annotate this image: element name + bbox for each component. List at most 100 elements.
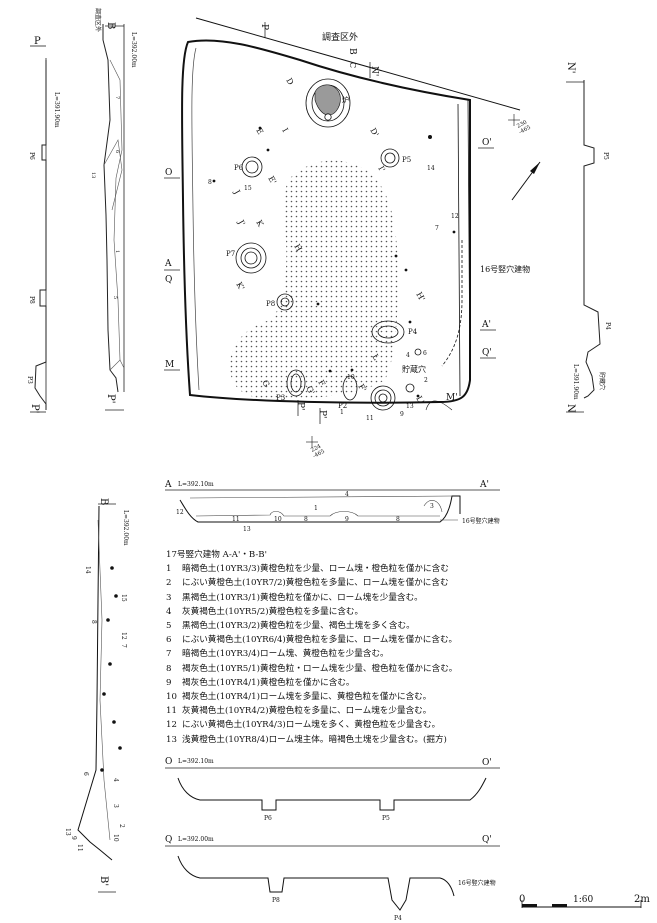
section-aa-layer-9: 3 [430,503,434,510]
section-b2-mark-2: 8 [90,620,97,624]
section-b-end: P' [105,394,116,403]
section-b2-start: B [98,498,109,505]
legend-num: 5 [166,621,172,632]
label-d: D [284,77,295,87]
section-p-mark-1: P8 [28,296,35,304]
section-b2-mark-1: 15 [120,594,127,602]
section-oo: O L=392.10m O' P6 P5 [165,757,500,822]
legend-num: 10 [166,692,177,703]
legend-text: 灰黄褐色土(10YR5/2)黄橙色粒を多量に含む。 [182,606,364,617]
section-lines [164,22,496,424]
legend-text: にぶい黄褐色土(10YR6/4)黄橙色粒を多量に、ローム塊を僅かに含む。 [182,635,458,646]
section-b2-mark-6: 4 [112,778,119,782]
storage-pit: 貯蔵穴 [370,364,426,411]
point-label-14: 14 [427,165,435,172]
section-b2-mark-12: 11 [76,844,83,852]
pit-p2: P2 [338,375,358,410]
section-qq-mark-0: P8 [272,897,280,904]
label-o-end: O' [482,138,492,148]
pit-p4-label: P4 [408,328,418,336]
label-h-end: H' [414,291,426,303]
label-o: O [165,168,172,178]
section-n-start-label: N [565,404,576,413]
section-b-mark-3: 1 [114,250,120,253]
legend-row: 10 褐灰色土(10YR4/1)ローム塊を多量に、黄橙色粒を僅かに含む。 [166,690,606,704]
section-oo-mark-0: P6 [264,815,272,822]
point-label-2: 2 [424,377,428,384]
section-aa-layer-7: 9 [345,516,349,523]
legend-row: 2 にぶい黄橙色土(10YR7/2)黄橙色粒を多量に、ローム塊を僅かに含む [166,576,606,590]
section-n-right: N' P5 P4 貯蔵穴 L=391.90m N [565,62,611,413]
legend-text: にぶい黄橙色土(10YR7/2)黄橙色粒を多量に、ローム塊を僅かに含む [182,578,449,589]
section-oo-end: O' [482,758,492,768]
scale-bar: 0 1:60 2m [519,894,650,908]
point-label-8: 8 [208,179,212,186]
section-aa-layer-5: 4 [345,491,349,498]
scale-zero: 0 [519,894,525,905]
legend-num: 2 [166,578,172,589]
section-b-mark-4: 5 [112,296,118,299]
section-n-mark-1: P4 [604,322,611,330]
section-b2-mark-7: 3 [112,804,119,808]
label-j-end: J' [236,218,247,228]
section-aa-layer-4: 1 [314,505,318,512]
pit-p5-label: P5 [402,156,411,164]
section-aa: A L=392.10m A' 12 11 13 10 1 4 8 9 8 3 1… [164,480,500,533]
label-b-top: B [347,48,357,55]
section-b2-mark-5: 6 [82,772,89,776]
section-b2-mark-10: 13 [64,828,71,836]
section-qq-mark-1: P4 [394,915,402,922]
section-p-end: P' [29,404,40,413]
section-aa-layer-3: 10 [274,516,282,523]
section-p-mark-0: P6 [28,152,35,160]
section-aa-layer-0: 12 [176,509,184,516]
section-p-elev: L=391.90m [53,92,60,128]
legend-text: 暗褐色土(10YR3/4)ローム塊、黄橙色粒を少量含む。 [182,649,389,660]
outside-area-label: 調査区外 [322,31,358,43]
pit-p4: P4 [371,320,418,344]
section-b-note: 調査区外 [94,8,102,32]
hearth-label: 炉 [342,95,349,104]
pit-p7-label: P7 [226,250,235,258]
label-i-end: I' [376,165,386,174]
label-f: F [316,379,327,389]
legend-text: 褐灰色土(10YR4/1)ローム塊を多量に、黄橙色粒を僅かに含む。 [182,692,432,703]
storage-pit-label: 貯蔵穴 [402,364,426,374]
section-b2-mark-9: 10 [112,834,119,842]
pit-p5: P5 [380,148,411,168]
pit-p3: P3 [276,369,306,402]
point-label-12: 12 [451,213,459,220]
label-c-top: C [348,62,357,68]
label-a-end: A' [481,320,491,330]
section-qq-start: Q [165,835,172,845]
label-m-end: M' [446,393,458,403]
label-l: L [370,353,381,363]
point-label-1: 1 [340,409,344,416]
legend-text: 灰黄褐色土(10YR4/2)黄橙色粒を多量に、ローム塊を少量含む。 [182,706,432,717]
coord-224: 224 [310,443,323,453]
section-oo-mark-1: P5 [382,815,390,822]
legend-text: 褐灰色土(10YR5/1)黄橙色粒・ローム塊を少量、橙色粒を僅かに含む。 [182,663,458,674]
point-label-9: 9 [400,411,404,418]
north-arrow-icon [511,161,541,201]
point-label-7: 7 [435,225,439,232]
section-b2-dots [100,566,122,772]
section-qq-building: 16号竪穴建物 [458,879,496,887]
label-m: M [165,360,174,370]
section-p-left: P L=391.90m P6 P8 P3 P' [26,36,60,413]
section-qq-elev: L=392.00m [178,836,214,843]
point-label-11: 11 [366,415,374,422]
section-b-mark-2: 13 [90,172,96,178]
section-b2-mark-4: 7 [120,644,127,648]
label-i: I [280,127,289,134]
label-f-end: F' [356,383,368,394]
section-b2-mark-3: 12 [120,632,127,640]
section-b-start: B [105,22,116,29]
section-b2-end: B' [98,876,109,886]
adjacent-building-label: 16号竪穴建物 [480,264,530,274]
